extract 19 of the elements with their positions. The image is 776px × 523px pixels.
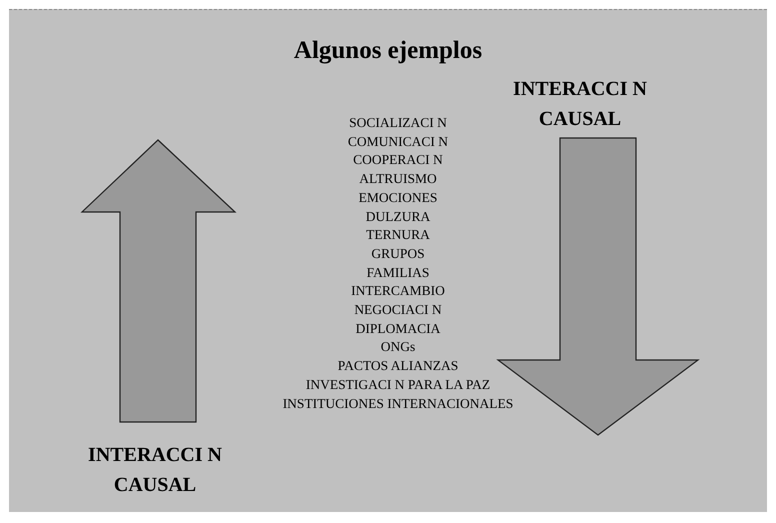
list-item: FAMILIAS xyxy=(366,264,430,282)
list-item: COOPERACI N xyxy=(353,151,443,170)
list-item: DULZURA xyxy=(366,208,430,226)
label: INTERACCI N CAUSAL xyxy=(87,443,223,498)
list-item: DIPLOMACIA xyxy=(356,320,440,338)
list-item: ONGs xyxy=(380,338,416,356)
list-item: INSTITUCIONES INTERNACIONALES xyxy=(282,394,514,413)
list-item: INVESTIGACI N PARA LA PAZ xyxy=(306,376,490,394)
title: Algunos ejemplos xyxy=(292,38,484,63)
list-item: INTERCAMBIO xyxy=(351,282,445,300)
list-item: ALTRUISMO xyxy=(359,170,437,188)
list-item: SOCIALIZACI N xyxy=(349,114,447,132)
list-item: TERNURA xyxy=(366,226,430,244)
list-item: EMOCIONES xyxy=(358,188,438,207)
label: INTERACCI N CAUSAL xyxy=(512,77,648,132)
list-item: PACTOS ALIANZAS xyxy=(338,357,458,376)
list-item: GRUPOS xyxy=(371,244,425,263)
list-item: NEGOCIACI N xyxy=(354,301,442,320)
list-item: COMUNICACI N xyxy=(348,132,448,151)
